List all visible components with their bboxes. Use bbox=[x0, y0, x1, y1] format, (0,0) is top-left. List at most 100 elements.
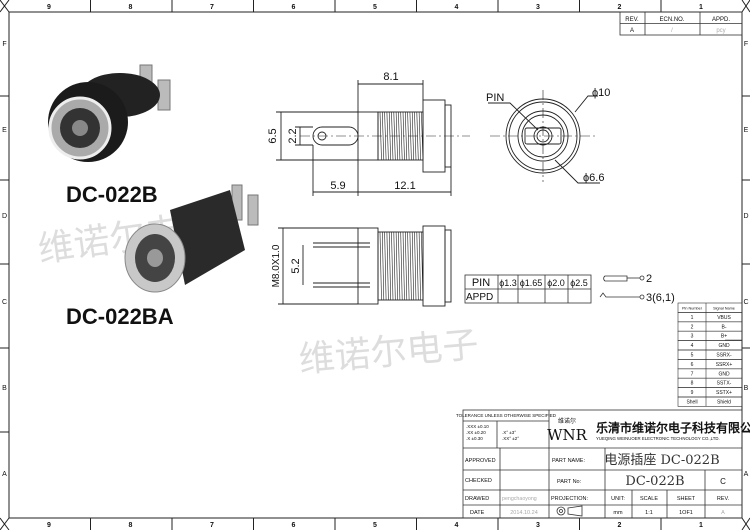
signal-name: B+ bbox=[721, 334, 727, 340]
company-name-en: YUEQING WEINUOER ELECTRONIC TECHNOLOGY C… bbox=[596, 436, 720, 441]
top-view-drawing bbox=[276, 80, 470, 196]
zone-column-label: 2 bbox=[618, 522, 622, 529]
zone-column-label: 2 bbox=[618, 4, 622, 11]
signal-table-row bbox=[677, 377, 743, 388]
signal-table-row bbox=[677, 330, 743, 341]
signal-pin-number: 4 bbox=[691, 343, 694, 349]
appd-header: APPD. bbox=[712, 17, 730, 23]
checked-label: CHECKED bbox=[465, 478, 492, 484]
approved-label: APPROVED bbox=[465, 458, 496, 464]
signal-name: SSTX- bbox=[717, 381, 732, 387]
zone-row-label: A bbox=[744, 471, 749, 478]
product-label-dc-022ba: DC-022BA bbox=[66, 304, 174, 329]
rev-label: REV. bbox=[717, 496, 730, 502]
signal-table-row bbox=[677, 340, 743, 351]
tolerance: .X ±0.30 bbox=[466, 436, 483, 441]
zone-row-label: E bbox=[744, 127, 749, 134]
part-no-label: PART No: bbox=[557, 479, 582, 485]
sheet-value: 1OF1 bbox=[679, 510, 693, 516]
zone-column-label: 4 bbox=[455, 522, 459, 529]
pin-size: ϕ1.65 bbox=[520, 278, 543, 288]
pin-size: ϕ2.0 bbox=[547, 278, 565, 288]
zone-column-label: 1 bbox=[699, 522, 703, 529]
signal-name: SSTX+ bbox=[716, 390, 732, 396]
tolerance: .XX° ±2° bbox=[502, 436, 519, 441]
zone-column-label: 3 bbox=[536, 4, 540, 11]
dim-inner-diameter: ϕ6.6 bbox=[583, 172, 604, 184]
signal-pin-number: 2 bbox=[691, 324, 694, 330]
rev-value: A bbox=[630, 28, 634, 34]
zone-column-label: 3 bbox=[536, 522, 540, 529]
projection-label: PROJECTION: bbox=[551, 496, 588, 502]
dim-5-9: 5.9 bbox=[330, 180, 345, 192]
signal-pin-number: 3 bbox=[691, 334, 694, 340]
pin-size: ϕ2.5 bbox=[570, 278, 588, 288]
zone-row-label: F bbox=[744, 41, 748, 48]
logo-cn: 维诺尔 bbox=[558, 417, 576, 425]
front-view-drawing bbox=[488, 90, 600, 184]
unit-value: mm bbox=[613, 510, 623, 516]
dim-12-1: 12.1 bbox=[394, 180, 415, 192]
signal-pin-number: 5 bbox=[691, 353, 694, 359]
pin-size: ϕ1.3 bbox=[499, 278, 517, 288]
zone-column-label: 9 bbox=[47, 4, 51, 11]
zone-column-label: 8 bbox=[129, 4, 133, 11]
zone-column-label: 6 bbox=[292, 522, 296, 529]
signal-name: SSRX- bbox=[716, 353, 732, 359]
signal-pin-number: Shell bbox=[686, 400, 697, 406]
zone-row-label: A bbox=[2, 471, 7, 478]
title-block bbox=[462, 409, 743, 519]
signal-name: GND bbox=[718, 343, 730, 349]
zone-column-label: 1 bbox=[699, 4, 703, 11]
signal-table-row bbox=[677, 349, 743, 360]
product-photo-dc-022b bbox=[48, 64, 171, 162]
signal-table-row bbox=[677, 396, 743, 407]
signal-name: B- bbox=[722, 324, 727, 330]
signal-pin-number: 8 bbox=[691, 381, 694, 387]
signal-name: GND bbox=[718, 371, 730, 377]
signal-name: Shield bbox=[717, 400, 731, 406]
drawing-frame bbox=[8, 11, 743, 519]
zone-column-label: 4 bbox=[455, 4, 459, 11]
signal-name: SSRX+ bbox=[716, 362, 733, 368]
appd-label: APPD bbox=[466, 292, 493, 303]
dim-outer-diameter: ϕ10 bbox=[592, 87, 610, 99]
zone-row-label: D bbox=[2, 213, 7, 220]
sheet-label: SHEET bbox=[677, 496, 696, 502]
ecn-value: / bbox=[671, 28, 673, 34]
zone-column-label: 8 bbox=[129, 522, 133, 529]
callout-2: 2 bbox=[646, 273, 652, 285]
zone-column-label: 6 bbox=[292, 4, 296, 11]
tolerance: .XXX ±0.10 bbox=[466, 424, 489, 429]
appd-value: pcy bbox=[716, 28, 725, 34]
zone-row-label: D bbox=[743, 213, 748, 220]
zone-row-label: B bbox=[744, 385, 749, 392]
part-name-label: PART NAME: bbox=[552, 458, 585, 464]
dim-8-1: 8.1 bbox=[383, 71, 398, 83]
ecn-header: ECN.NO. bbox=[659, 17, 684, 23]
zone-column-label: 5 bbox=[373, 522, 377, 529]
zone-row-label: B bbox=[2, 385, 7, 392]
product-label-dc-022b: DC-022B bbox=[66, 182, 158, 207]
scale-label: SCALE bbox=[640, 496, 658, 502]
zone-column-label: 9 bbox=[47, 522, 51, 529]
pin-header: PIN bbox=[472, 277, 490, 289]
company-logo: WNR bbox=[547, 426, 588, 444]
tolerance: .X° ±3° bbox=[502, 430, 516, 435]
dim-2-2: 2.2 bbox=[287, 128, 299, 143]
dim-6-5: 6.5 bbox=[267, 128, 279, 143]
tolerance-title: TOLERANCE UNLESS OTHERWISE SPECIFIED bbox=[456, 413, 557, 418]
part-name: 电源插座 DC-022B bbox=[604, 453, 719, 468]
rev-value: A bbox=[721, 510, 725, 516]
date-value: 2014.10.24 bbox=[510, 510, 538, 516]
drawed-value: pengchaoyong bbox=[502, 496, 537, 502]
zone-row-label: E bbox=[2, 127, 7, 134]
callout-3: 3(6,1) bbox=[646, 292, 675, 304]
side-view-drawing bbox=[278, 225, 452, 307]
zone-column-label: 7 bbox=[210, 4, 214, 11]
zone-row-label: C bbox=[2, 299, 7, 306]
zone-row-label: F bbox=[2, 41, 6, 48]
